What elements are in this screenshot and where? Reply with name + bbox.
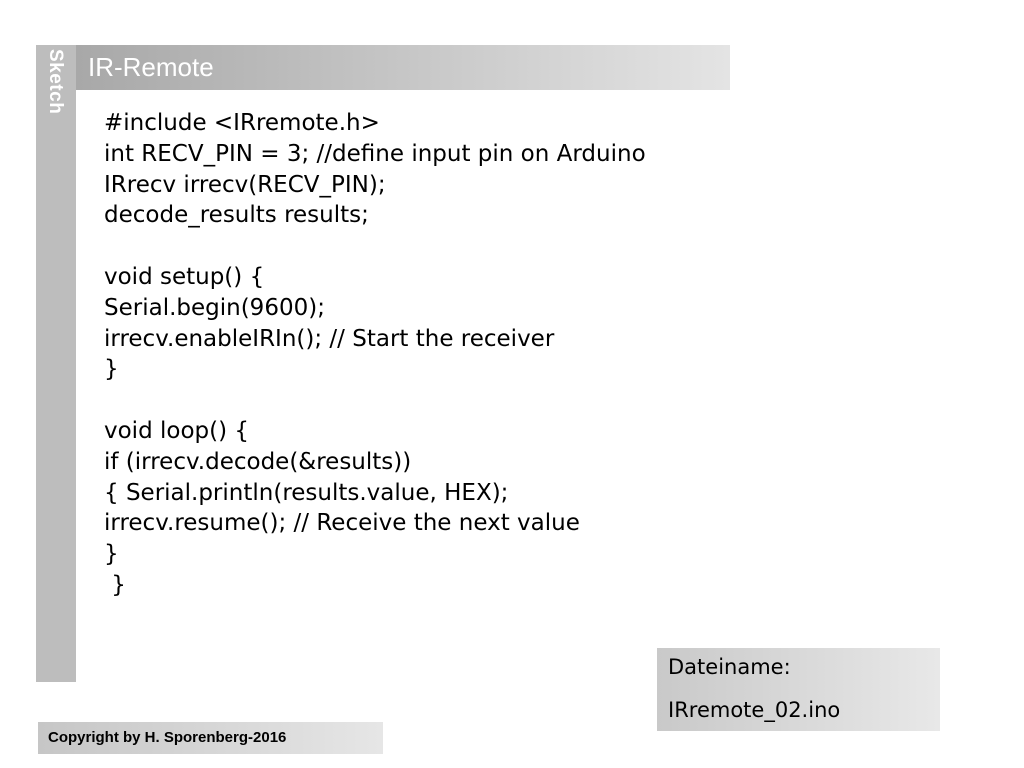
code-line: irrecv.resume(); // Receive the next val… — [104, 510, 580, 537]
filename-label: Dateiname: — [668, 655, 791, 679]
code-line: } — [104, 541, 119, 568]
filename-box: Dateiname: IRremote_02.ino — [657, 648, 940, 731]
copyright-bar: Copyright by H. Sporenberg-2016 — [38, 722, 383, 754]
code-line: if (irrecv.decode(&results)) — [104, 448, 412, 475]
title-bar: IR-Remote — [76, 45, 730, 90]
code-line: IRrecv irrecv(RECV_PIN); — [104, 171, 386, 198]
code-line: Serial.begin(9600); — [104, 294, 325, 321]
code-line — [104, 385, 646, 416]
code-line: decode_results results; — [104, 202, 369, 229]
code-line: } — [104, 356, 119, 383]
code-line: #include <IRremote.h> — [104, 110, 380, 136]
page-title: IR-Remote — [88, 52, 214, 82]
code-line: void loop() { — [104, 417, 250, 444]
code-line — [104, 231, 646, 262]
copyright-text: Copyright by H. Sporenberg-2016 — [48, 729, 287, 746]
code-line: } — [104, 571, 126, 598]
code-line: void setup() { — [104, 263, 265, 290]
side-label: Sketch — [36, 45, 76, 135]
side-bar — [36, 45, 76, 682]
code-listing: #include <IRremote.h> int RECV_PIN = 3; … — [104, 108, 646, 601]
sidebar-label-text: Sketch — [45, 49, 66, 115]
code-line: { Serial.println(results.value, HEX); — [104, 479, 509, 506]
code-line: irrecv.enableIRIn(); // Start the receiv… — [104, 325, 555, 352]
filename-value: IRremote_02.ino — [668, 698, 841, 722]
code-line: int RECV_PIN = 3; //define input pin on … — [104, 140, 646, 167]
